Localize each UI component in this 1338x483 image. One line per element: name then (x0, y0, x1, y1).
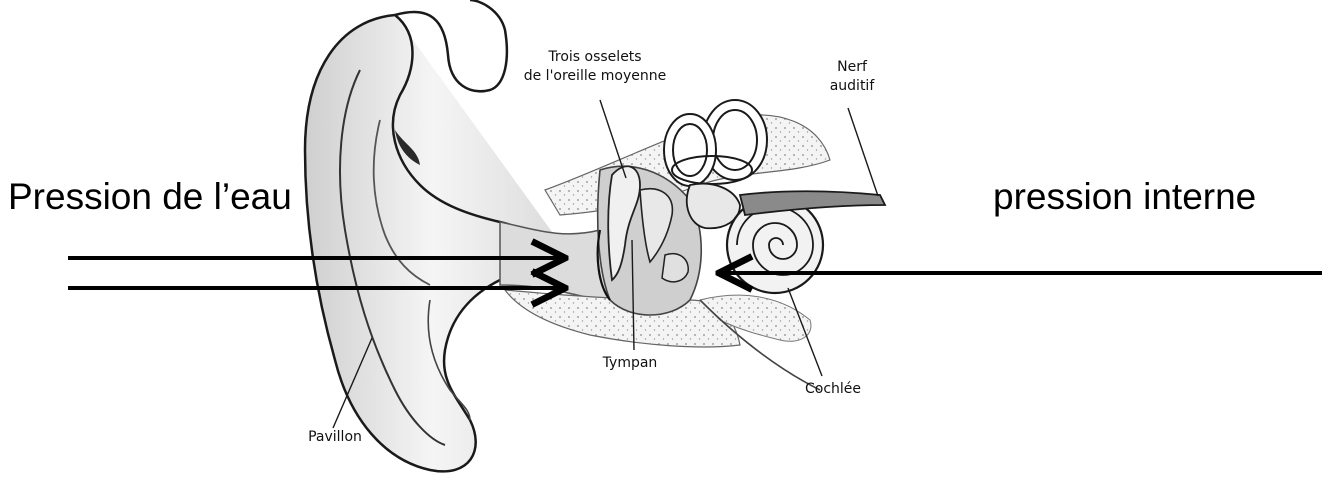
ossicle-stapes (662, 254, 688, 282)
cochlea-label: Cochlée (783, 380, 883, 399)
water-pressure-label: Pression de l’eau (8, 178, 292, 215)
eardrum-label: Tympan (585, 354, 675, 373)
ossicles-label-line2: de l'oreille moyenne (505, 67, 685, 86)
auditory-nerve (740, 191, 885, 215)
ossicles-label: Trois osselets de l'oreille moyenne (505, 48, 685, 86)
nerve-label-line2: auditif (812, 77, 892, 96)
pinna-label: Pavillon (290, 428, 380, 447)
semicircular-canals (664, 100, 767, 186)
nerve-label-line1: Nerf (812, 58, 892, 77)
ossicles-label-line1: Trois osselets (505, 48, 685, 67)
nerve-label: Nerf auditif (812, 58, 892, 96)
internal-pressure-label: pression interne (993, 178, 1256, 215)
